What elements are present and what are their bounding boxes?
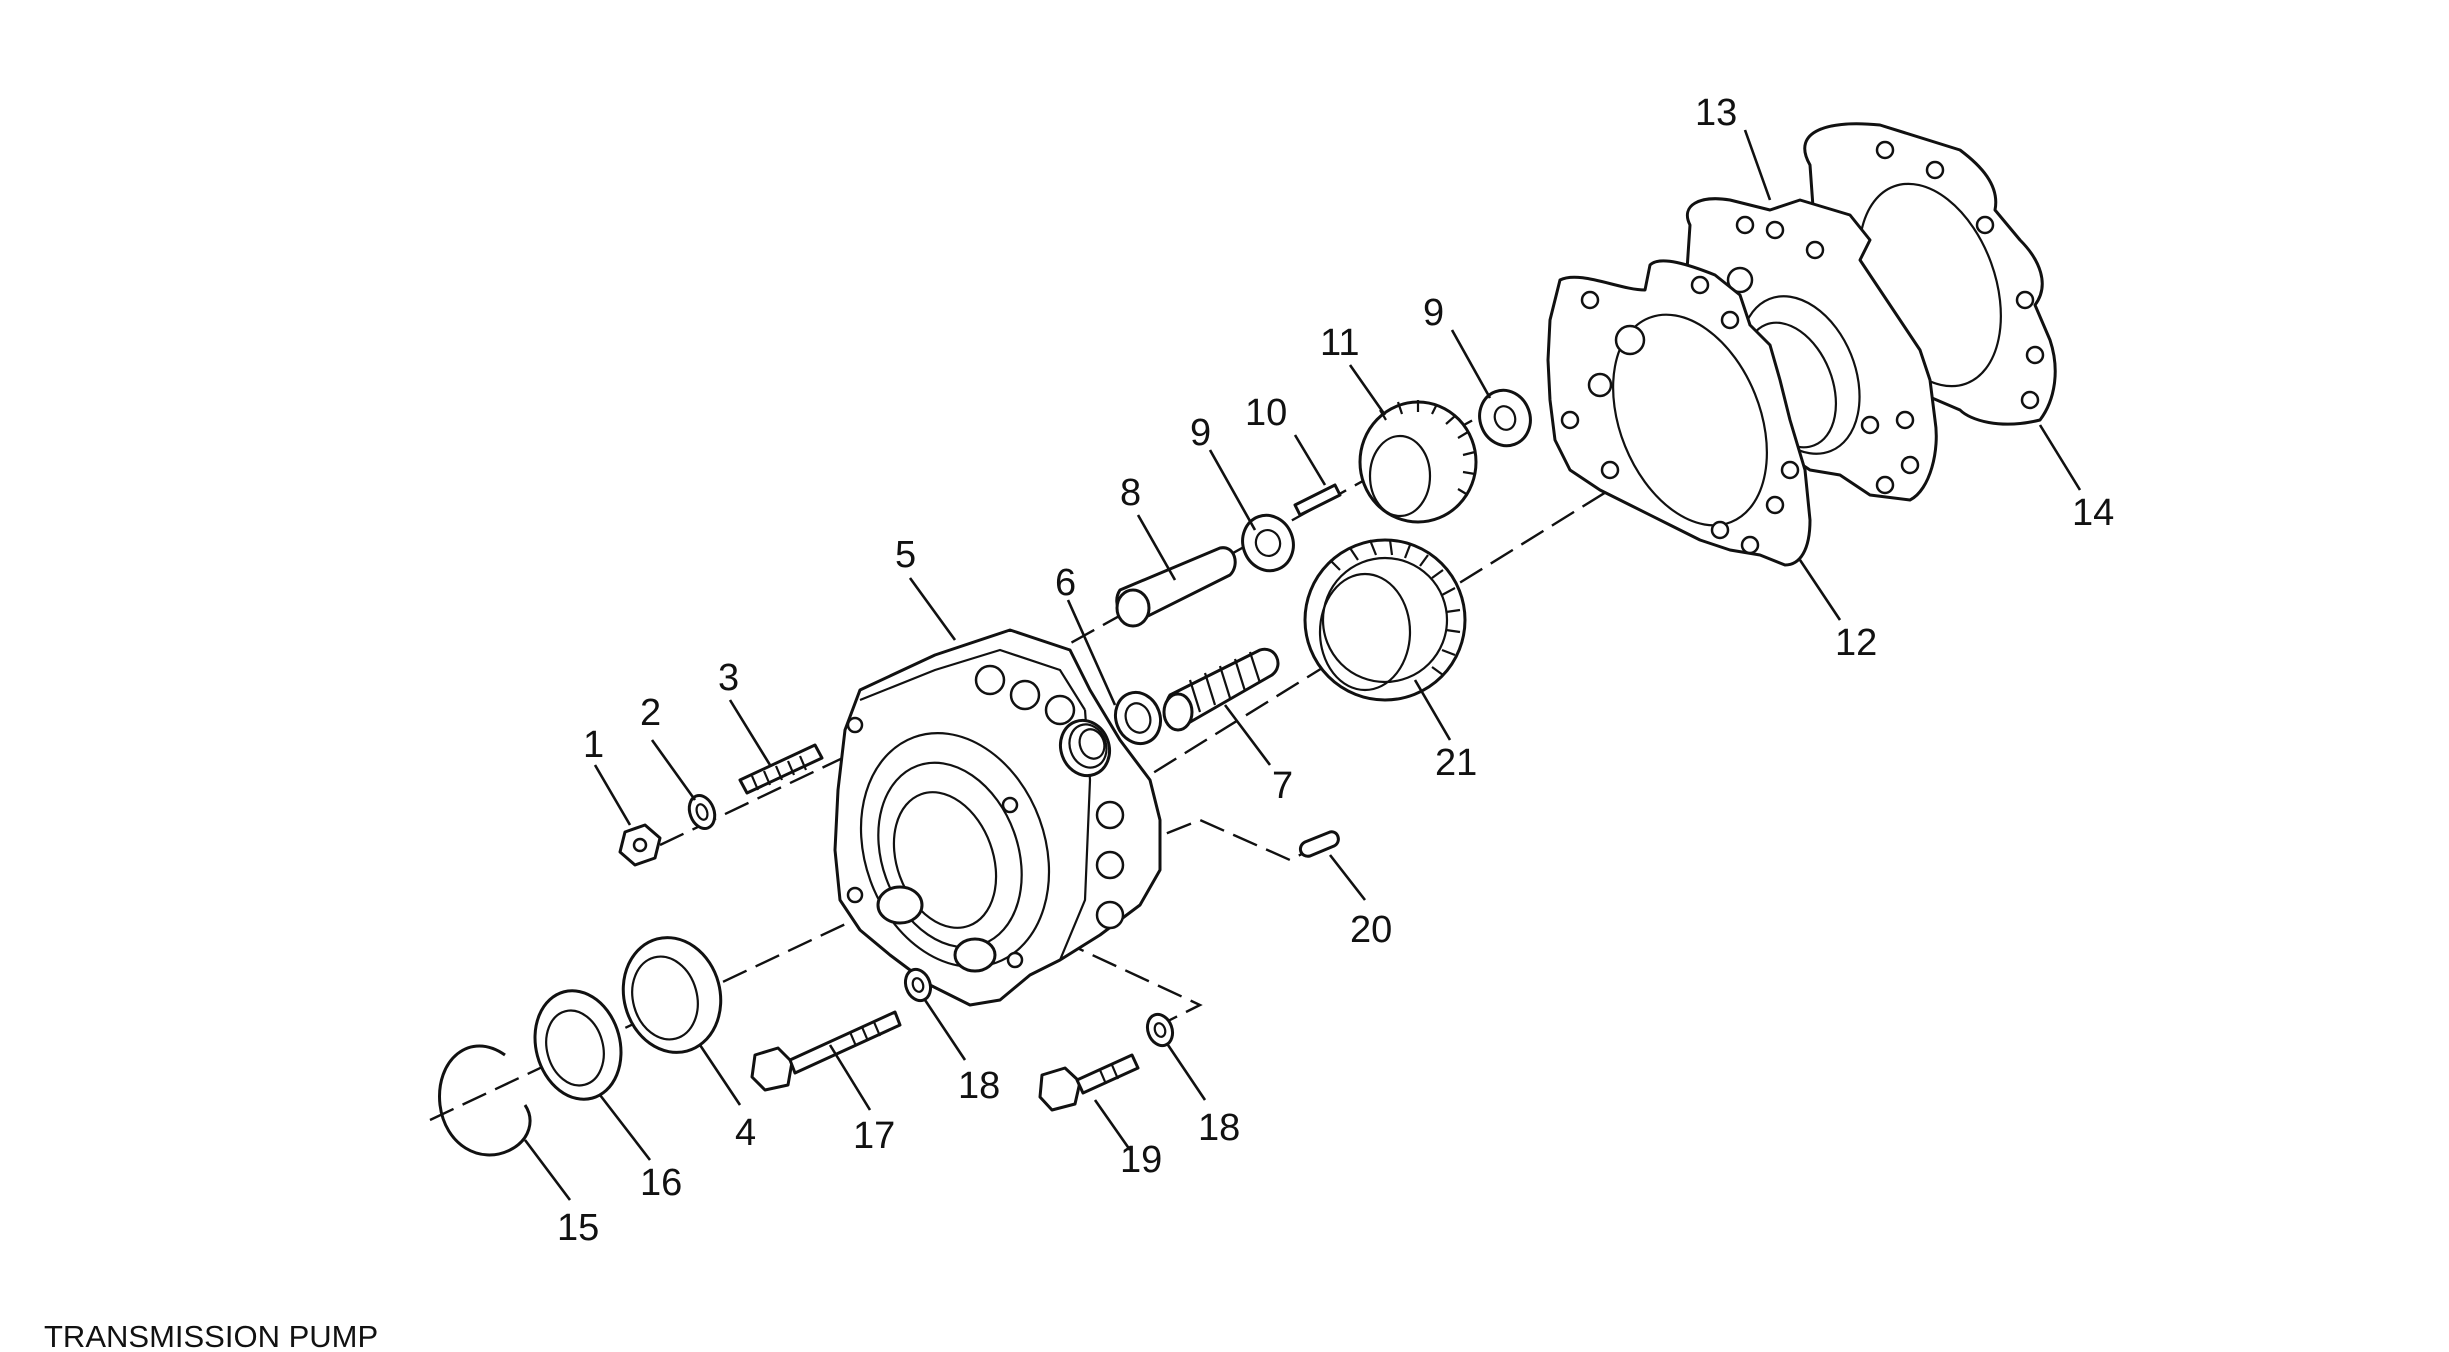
diagram-title: TRANSMISSION PUMP <box>44 1319 378 1352</box>
callout-9-right: 9 <box>1423 292 1444 334</box>
callout-18-right: 18 <box>1198 1107 1240 1149</box>
part-10-pin <box>1293 483 1342 517</box>
callout-1: 1 <box>583 724 604 766</box>
callout-21: 21 <box>1435 742 1477 784</box>
part-20-dowel <box>1298 830 1340 858</box>
callout-5: 5 <box>895 534 916 576</box>
part-6-seal <box>1113 690 1163 746</box>
part-18-washer-right <box>1145 1012 1175 1048</box>
part-9-washer-right <box>1478 388 1532 448</box>
callout-11: 11 <box>1320 322 1359 364</box>
callout-9-left: 9 <box>1190 412 1211 454</box>
part-3-stud <box>738 743 824 795</box>
callout-17: 17 <box>853 1115 895 1157</box>
part-17-bolt <box>750 1010 902 1092</box>
part-21-gear <box>1303 538 1467 702</box>
part-7-valve <box>1162 647 1280 732</box>
part-2-lock-washer <box>687 794 717 830</box>
part-11-gear <box>1358 400 1478 524</box>
part-19-bolt <box>1038 1053 1140 1112</box>
part-15-snap-ring <box>438 1044 532 1157</box>
callout-10: 10 <box>1245 392 1287 434</box>
callout-18-left: 18 <box>958 1065 1000 1107</box>
callout-13: 13 <box>1695 92 1737 134</box>
part-9-washer-left <box>1241 513 1295 573</box>
callout-4: 4 <box>735 1112 756 1154</box>
callout-15: 15 <box>557 1207 599 1249</box>
callout-labels: 1 2 3 5 6 8 9 10 11 9 13 14 12 7 21 20 4… <box>557 92 2114 1249</box>
callout-20: 20 <box>1350 909 1392 951</box>
callout-2: 2 <box>640 692 661 734</box>
part-12-plate <box>1546 259 1812 567</box>
part-4-bearing <box>621 936 723 1054</box>
part-8-shaft <box>1115 546 1237 628</box>
callout-16: 16 <box>640 1162 682 1204</box>
callout-3: 3 <box>718 657 739 699</box>
part-1-nut <box>618 823 662 867</box>
callout-8: 8 <box>1120 472 1141 514</box>
part-6-spring <box>1058 718 1112 778</box>
callout-6: 6 <box>1055 562 1076 604</box>
callout-14: 14 <box>2072 492 2114 534</box>
part-16-seal <box>533 989 623 1101</box>
callout-12: 12 <box>1835 622 1877 664</box>
callout-19: 19 <box>1120 1139 1162 1181</box>
callout-7: 7 <box>1272 765 1293 807</box>
part-5-pump-body <box>833 628 1162 1007</box>
leader-lines <box>523 129 2082 1201</box>
part-18-washer-left <box>903 967 933 1003</box>
